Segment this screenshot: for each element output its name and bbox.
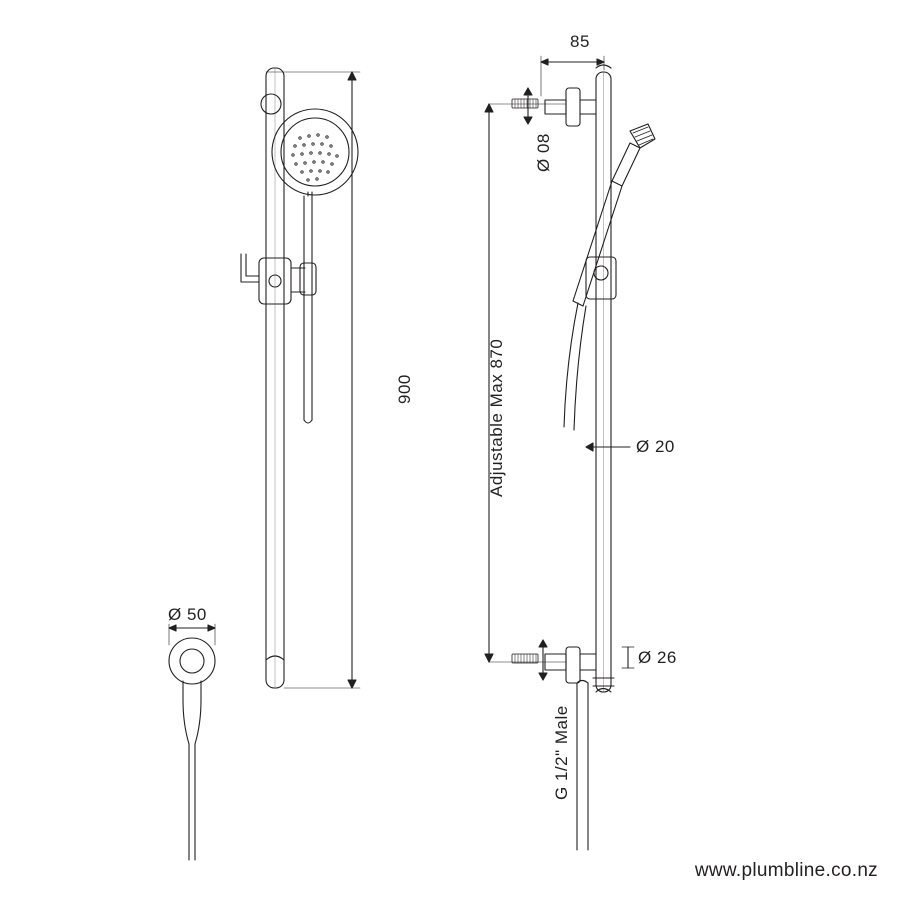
top-outlet-thread (511, 98, 539, 109)
slider-bracket-right (585, 256, 617, 300)
slider-bracket-knob-right (593, 265, 609, 281)
handshower-hose-right (573, 305, 587, 431)
dimension-dia-26 (621, 646, 635, 669)
bottom-bracket-arm (579, 653, 597, 671)
rail-top-bracket (260, 93, 282, 115)
slider-lever (240, 253, 260, 283)
shower-head-spray-holes (291, 133, 339, 182)
bottom-inlet-nipple (544, 653, 567, 671)
hose-left (182, 699, 190, 861)
rail-foot-collar (592, 677, 615, 687)
dimension-label-85: 85 (570, 32, 590, 51)
top-outlet-arm (579, 99, 597, 115)
handshower-handle-bottom (303, 419, 313, 424)
dimension-label-dia-50: Ø 50 (168, 605, 207, 624)
bottom-inlet-thread-hatch (514, 653, 537, 664)
slider-cradle-arm (290, 267, 306, 293)
handshower-handle-edge-left (572, 180, 613, 302)
wall-flange-inner (179, 648, 205, 674)
handshower-hose-left (563, 302, 579, 428)
dimension-85 (540, 55, 605, 97)
dimension-label-inlet-thread: G 1/2" Male (552, 705, 571, 800)
footer-website-url: www.plumbline.co.nz (694, 860, 878, 881)
dimension-dia-08 (523, 87, 533, 125)
dimension-label-adjustable-max: Adjustable Max 870 (487, 338, 506, 497)
top-outlet-thread-hatch (514, 98, 537, 109)
shower-head-connector (307, 191, 313, 197)
dimension-adjustable-870 (484, 103, 567, 663)
top-outlet-nipple (544, 99, 567, 115)
right-elevation-view (484, 55, 656, 851)
top-outlet-body (565, 87, 581, 127)
slider-lever-inner (245, 253, 260, 277)
bottom-bracket-body (565, 646, 581, 684)
dimension-label-900: 900 (395, 374, 414, 404)
rail-bottom-foot (265, 655, 285, 661)
wall-elbow-view (168, 623, 216, 861)
wall-flange-outer (168, 637, 216, 685)
hose-right (194, 699, 202, 861)
slider-bracket (258, 257, 292, 305)
dimension-900 (265, 71, 361, 689)
shower-head-face (280, 117, 350, 187)
dimension-inlet-arrows (538, 639, 548, 681)
handshower-head (629, 123, 656, 149)
top-outlet-assembly (511, 87, 597, 127)
bottom-inlet-assembly (511, 639, 615, 851)
slider-bracket-knob (268, 274, 282, 288)
rail-top-cap-right (595, 64, 612, 69)
dimension-label-dia-08: Ø 08 (534, 133, 553, 172)
handshower-square (563, 123, 656, 431)
shower-head-outer (271, 108, 359, 196)
handshower-neck (611, 142, 641, 187)
bottom-inlet-thread (511, 653, 539, 664)
rail-bottom-foot-right (595, 687, 612, 693)
handshower-spray-face (632, 126, 654, 146)
left-elevation-view (240, 67, 361, 689)
dimension-label-dia-20: Ø 20 (636, 437, 675, 456)
handshower-handle-edge-right (582, 185, 623, 307)
handshower-cradle (299, 262, 317, 296)
dimension-dia-50 (168, 623, 216, 646)
bottom-hose-cap (576, 679, 589, 684)
dimension-dia-20 (585, 442, 631, 452)
dimension-label-dia-26: Ø 26 (638, 648, 677, 667)
